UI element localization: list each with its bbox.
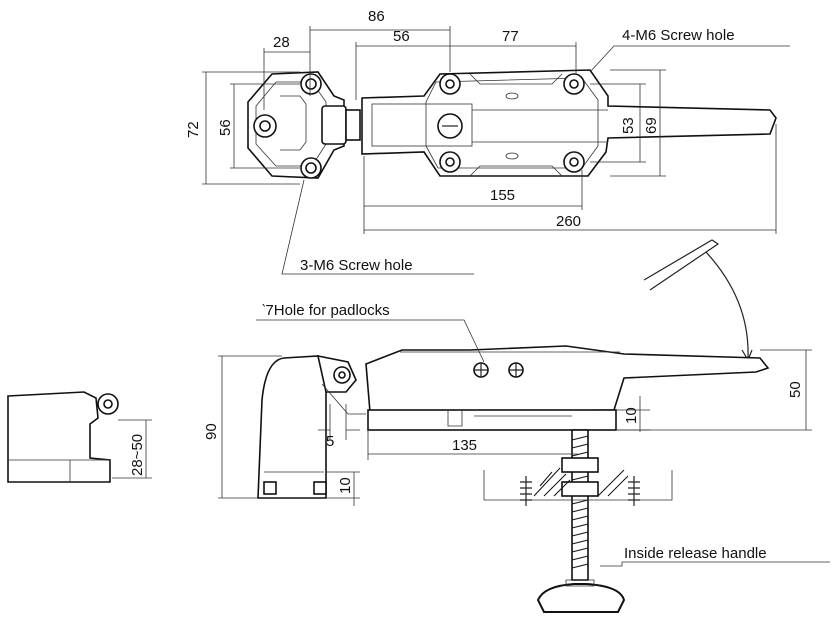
dim-10-right: 10 [623, 407, 640, 424]
note-inside-release-handle: Inside release handle [624, 545, 767, 562]
dim-28-50: 28~50 [129, 434, 146, 476]
dim-86: 86 [368, 8, 385, 25]
dim-77: 77 [502, 28, 519, 45]
keeper-detail-view: 28~50 [7, 391, 152, 483]
side-view: 90 5 10 10 135 50 ‵7Hole for padlocks In… [203, 239, 830, 613]
dim-50: 50 [787, 381, 804, 398]
handle-body-top [361, 69, 777, 177]
dim-69: 69 [643, 117, 660, 134]
dim-72: 72 [185, 121, 202, 138]
dim-53: 53 [620, 117, 637, 134]
strike-block-top [247, 71, 361, 179]
dim-5: 5 [326, 433, 334, 450]
dim-10-bottom: 10 [337, 477, 354, 494]
dim-135: 135 [452, 437, 477, 454]
note-padlock-hole: ‵7Hole for padlocks [262, 302, 390, 319]
dim-56-height: 56 [217, 119, 234, 136]
dim-28: 28 [273, 34, 290, 51]
dim-56-width: 56 [393, 28, 410, 45]
note-4-m6-screw-hole: 4-M6 Screw hole [622, 27, 735, 44]
handle-body-side [365, 345, 770, 431]
dim-260: 260 [556, 213, 581, 230]
dim-90: 90 [203, 423, 220, 440]
dim-155: 155 [490, 187, 515, 204]
top-view: 86 28 56 77 72 56 53 69 155 260 4-M6 Scr… [185, 8, 790, 275]
strike-block-side [257, 354, 366, 499]
inside-release-assembly [483, 429, 673, 613]
note-3-m6-screw-hole: 3-M6 Screw hole [300, 257, 413, 274]
